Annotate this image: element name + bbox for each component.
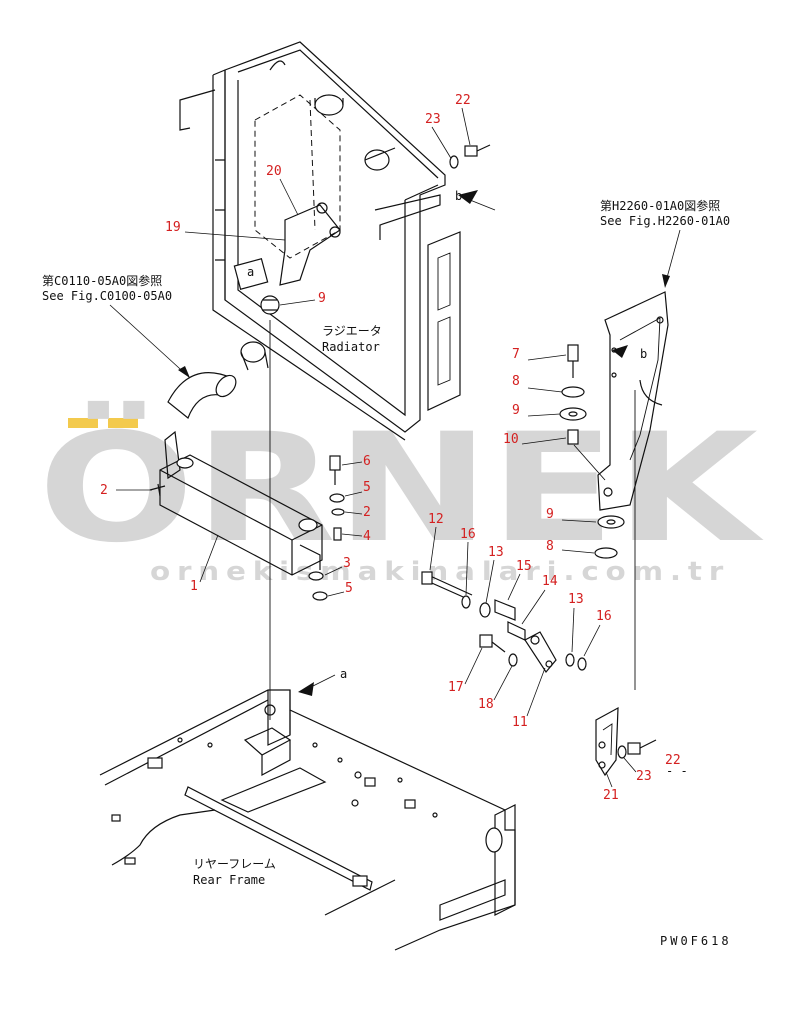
part-label-23-top: 23 — [425, 112, 441, 127]
part-label-17: 17 — [448, 680, 464, 695]
part-label-2-right: 2 — [363, 505, 371, 520]
view-marker-b-label: b — [455, 189, 462, 203]
part-label-11: 11 — [512, 715, 528, 730]
view-marker-b-top: b — [455, 189, 496, 211]
part-label-6: 6 — [363, 454, 371, 469]
part-label-5-upper: 5 — [363, 480, 371, 495]
hose — [167, 372, 237, 419]
drawing-code: PW0F618 — [660, 934, 732, 948]
view-marker-b-label-bracket: b — [640, 347, 647, 361]
watermark: ÖRNEK ornekismakinalari.com.tr — [38, 400, 764, 587]
view-marker-a-label-frame: a — [340, 667, 347, 681]
watermark-site: ornekismakinalari.com.tr — [150, 557, 730, 587]
bracket-21 — [595, 706, 657, 777]
part-label-8-upper: 8 — [512, 374, 520, 389]
rear-frame-label-jp: リヤーフレーム — [193, 857, 276, 871]
radiator-label-en: Radiator — [322, 340, 380, 354]
part-label-9-radiator: 9 — [318, 291, 326, 306]
reference-right-jp: 第H2260-01A0図参照 — [600, 198, 720, 213]
part-label-22-bottom: 22 — [665, 753, 681, 768]
view-marker-a-frame: a — [298, 667, 347, 696]
part-label-4: 4 — [363, 529, 371, 544]
hardware-tank-mount — [308, 455, 345, 601]
part-label-14: 14 — [542, 574, 558, 589]
reference-left-jp: 第C0110-05A0図参照 — [42, 273, 162, 288]
part-label-21: 21 — [603, 788, 619, 803]
rear-frame — [99, 689, 516, 951]
part-label-23-bottom: 23 — [636, 769, 652, 784]
part-label-20: 20 — [266, 164, 282, 179]
part-label-19: 19 — [165, 220, 181, 235]
reference-left-en: See Fig.C0100-05A0 — [42, 289, 172, 303]
part-label-7: 7 — [512, 347, 520, 362]
part-label-16-upper: 16 — [460, 527, 476, 542]
part-label-10: 10 — [503, 432, 519, 447]
watermark-accent-right — [108, 418, 138, 428]
part-label-3: 3 — [343, 556, 351, 571]
guide-lines — [269, 320, 636, 720]
part-label-13-lower: 13 — [568, 592, 584, 607]
rear-frame-label-en: Rear Frame — [193, 873, 265, 887]
part-label-13-upper: 13 — [488, 545, 504, 560]
view-marker-b-bracket: b — [612, 345, 647, 361]
part-label-18: 18 — [478, 697, 494, 712]
reserve-tank — [149, 430, 323, 576]
part-label-12: 12 — [428, 512, 444, 527]
reference-right: 第H2260-01A0図参照 See Fig.H2260-01A0 — [600, 198, 730, 288]
part-label-2-left: 2 — [100, 483, 108, 498]
hardware-stack-right — [559, 344, 625, 559]
watermark-accent-left — [68, 418, 98, 428]
part-label-8-lower: 8 — [546, 539, 554, 554]
reference-right-en: See Fig.H2260-01A0 — [600, 214, 730, 228]
radiator — [179, 41, 461, 441]
view-marker-a-label-radiator: a — [247, 265, 254, 279]
footer-dash: - - — [666, 764, 688, 778]
view-marker-a-radiator: a — [247, 265, 254, 279]
part-labels: 22 23 20 19 9 7 8 9 10 6 5 2 4 3 5 2 — [100, 93, 681, 803]
watermark-brand: ÖRNEK — [38, 400, 764, 576]
part-label-16-lower: 16 — [596, 609, 612, 624]
reference-left: 第C0110-05A0図参照 See Fig.C0100-05A0 — [42, 273, 191, 379]
part-label-5-lower: 5 — [345, 581, 353, 596]
radiator-label-jp: ラジエータ — [322, 324, 382, 338]
part-label-1: 1 — [190, 579, 198, 594]
link-assembly — [421, 571, 587, 674]
part-label-22-top: 22 — [455, 93, 471, 108]
part-label-15: 15 — [516, 559, 532, 574]
part-label-9-upper: 9 — [512, 403, 520, 418]
part-label-9-lower: 9 — [546, 507, 554, 522]
